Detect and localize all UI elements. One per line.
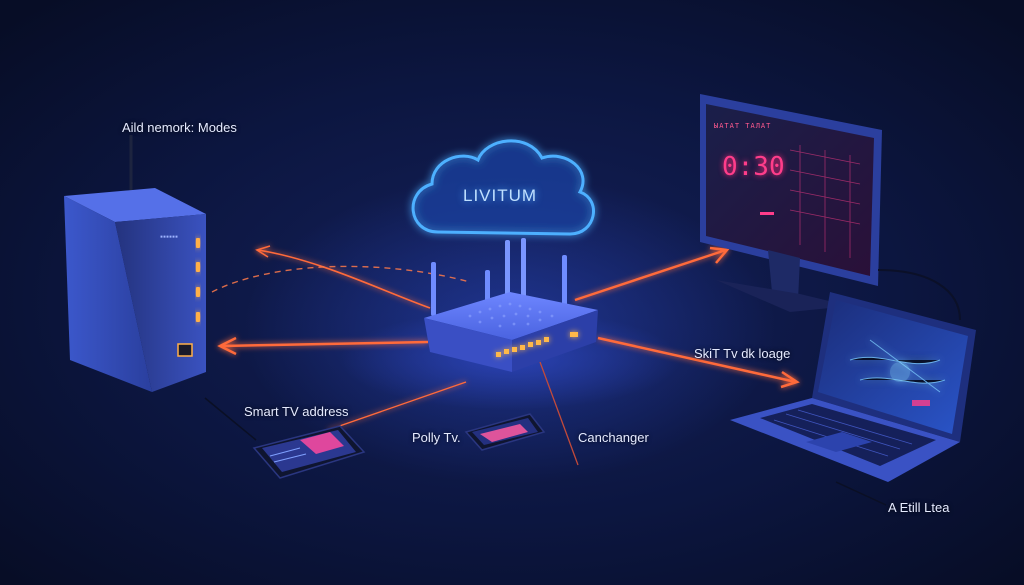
smartphone-icon-center — [464, 413, 546, 451]
dashed-link — [211, 265, 471, 293]
server-icon: ▪▪▪▪▪▪ — [64, 188, 206, 392]
laptop-icon — [730, 292, 976, 482]
router-icon — [424, 238, 598, 372]
cloud-label: LIVITUM — [463, 186, 538, 205]
label-smart-tv-address: Smart TV address — [244, 404, 349, 419]
leader-smart-tv — [204, 397, 257, 441]
smartphone-icon-left — [252, 425, 366, 479]
leader-canchanger — [539, 361, 579, 466]
link-router-monitor — [574, 248, 727, 302]
monitor-cable — [877, 269, 961, 321]
leader-laptop — [835, 481, 887, 506]
arrowhead-monitor — [709, 246, 730, 264]
arrowhead-server — [217, 336, 237, 356]
arrowhead-laptop — [780, 370, 800, 389]
monitor-header: ЫАТАТ ТАЛАТ — [714, 122, 772, 130]
link-router-server — [221, 340, 429, 348]
svg-text:▪▪▪▪▪▪: ▪▪▪▪▪▪ — [160, 234, 178, 240]
connections — [217, 245, 800, 431]
arrowhead-server-top — [255, 245, 271, 258]
monitor-time: 0:30 — [722, 152, 785, 182]
cloud-icon — [411, 139, 595, 236]
link-router-server-top — [257, 249, 431, 309]
label-skit-tv-link: SkiT Tv dk loage — [694, 346, 791, 361]
label-a-etill-ltea: A Etill Ltea — [888, 500, 950, 515]
label-poly-tv: Polly Tv. — [412, 430, 461, 445]
link-router-phone — [327, 381, 467, 431]
link-router-laptop — [597, 336, 797, 384]
label-add-network-modes: Aild nemork: Modes — [122, 120, 237, 135]
label-canchanger: Canchanger — [578, 430, 649, 445]
monitor-icon — [700, 94, 882, 312]
